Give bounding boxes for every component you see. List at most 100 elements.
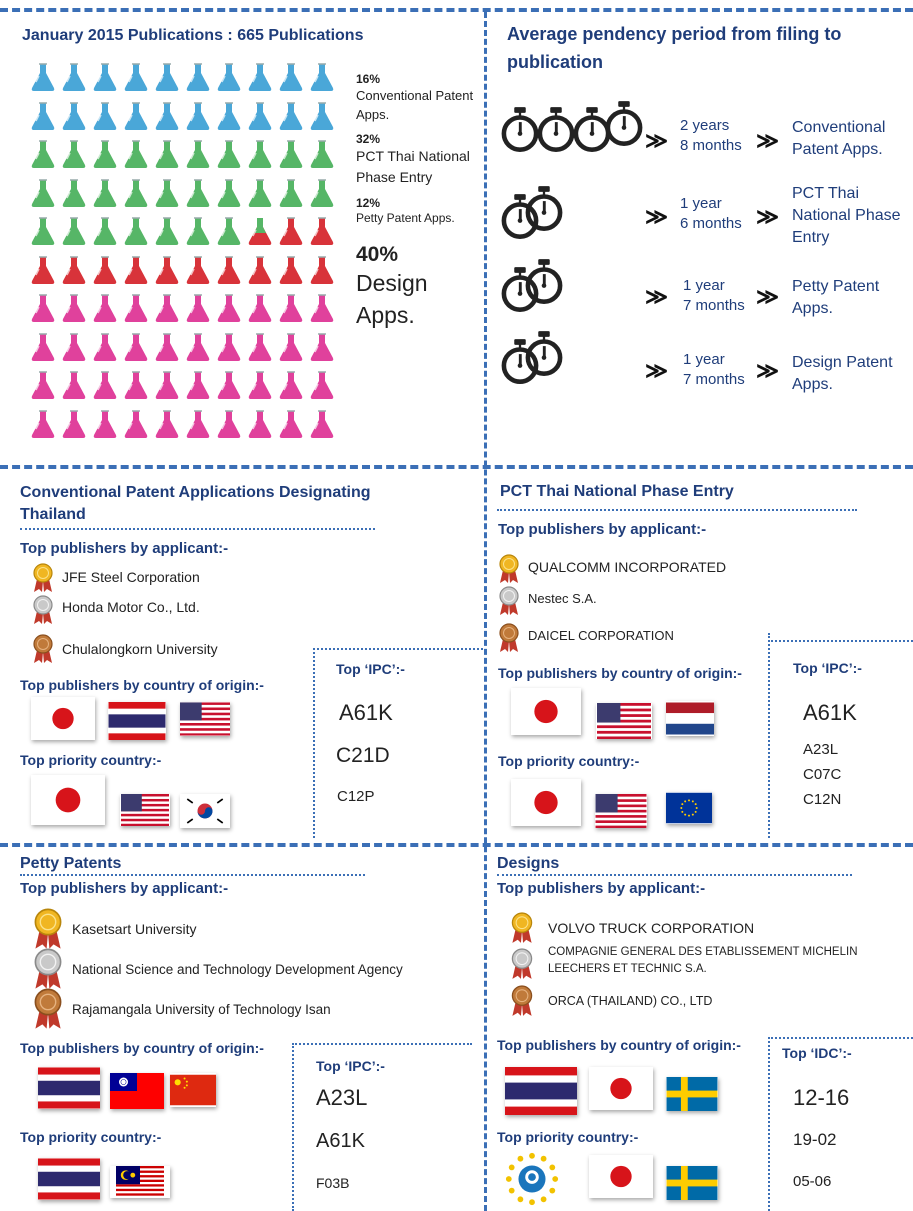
flask-icon-magenta <box>30 409 56 439</box>
japan-flag-icon <box>31 697 95 740</box>
flask-icon-blue <box>154 101 180 131</box>
flask-icon-red <box>123 255 149 285</box>
flask-icon-green <box>123 178 149 208</box>
timer-icon <box>497 100 647 158</box>
title-underline <box>497 874 852 876</box>
ipc-divider-top <box>292 1043 472 1045</box>
korea-flag-icon <box>180 794 230 828</box>
flask-icon-magenta <box>61 332 87 362</box>
flask-icon-green <box>185 216 211 246</box>
flask-icon-blue <box>278 62 304 92</box>
legend-label-petty: Petty Patent Apps. <box>356 211 455 225</box>
flask-icon-green <box>216 216 242 246</box>
flask-icon-red <box>278 216 304 246</box>
idc-1: 12-16 <box>793 1085 850 1110</box>
applicant-1: Kasetsart University <box>72 921 197 937</box>
pendency-duration-3: 1 year 7 months <box>683 276 745 316</box>
applicant-1: JFE Steel Corporation <box>62 569 200 585</box>
flask-icon-magenta <box>30 332 56 362</box>
flask-icon-magenta <box>30 293 56 323</box>
flask-icon-magenta <box>309 332 335 362</box>
timer-icon <box>497 330 567 388</box>
chevron-right-icon: ≫ <box>756 358 780 383</box>
flask-icon-blue <box>123 101 149 131</box>
ipc-1: A61K <box>803 700 857 725</box>
pendency-duration-1: 2 years 8 months <box>680 116 742 156</box>
pendency-title: Average pendency period from filing to p… <box>507 24 842 72</box>
flask-icon-magenta <box>61 370 87 400</box>
flask-icon-magenta <box>154 370 180 400</box>
flask-icon-red <box>185 255 211 285</box>
petty-title: Petty Patents <box>20 855 122 872</box>
flask-icon-green <box>185 139 211 169</box>
flask-icon-green <box>61 139 87 169</box>
ipc-1: A61K <box>339 700 393 725</box>
flask-icon-blue <box>92 101 118 131</box>
ipc-2: A23L <box>803 741 839 758</box>
flask-icon-green <box>154 139 180 169</box>
ipc-divider <box>313 648 315 838</box>
flask-icon-magenta <box>278 332 304 362</box>
flask-icon-red <box>30 255 56 285</box>
publications-title: January 2015 Publications : 665 Publicat… <box>22 27 364 44</box>
flask-icon-red <box>154 255 180 285</box>
flask-icon-green <box>185 178 211 208</box>
flask-icon-magenta <box>30 370 56 400</box>
chevron-right-icon: ≫ <box>645 204 669 229</box>
applicant-1: VOLVO TRUCK CORPORATION <box>548 920 755 936</box>
flask-icon-blue <box>154 62 180 92</box>
applicant-1: QUALCOMM INCORPORATED <box>528 559 727 575</box>
silver-medal-icon <box>498 586 520 616</box>
applicant-3: ORCA (THAILAND) CO., LTD <box>548 994 713 1008</box>
flask-icon-magenta <box>185 370 211 400</box>
duration-months: 6 months <box>680 215 742 232</box>
applicant-3: Rajamangala University of Technology Isa… <box>72 1002 331 1017</box>
duration-months: 8 months <box>680 137 742 154</box>
applicant-2: Nestec S.A. <box>528 591 597 606</box>
chevron-right-icon: ≫ <box>756 204 780 229</box>
label-line: Petty Patent <box>792 278 880 295</box>
flask-icon-magenta <box>185 332 211 362</box>
label-line: Entry <box>792 229 830 246</box>
country-heading: Top publishers by country of origin:- <box>20 1040 264 1056</box>
flask-icon-red <box>309 255 335 285</box>
flask-icon-green <box>61 178 87 208</box>
title-underline <box>20 528 375 530</box>
title-underline <box>20 874 365 876</box>
applicant-2: Honda Motor Co., Ltd. <box>62 599 200 615</box>
row-divider-1 <box>0 465 913 469</box>
flask-icon-blue <box>61 101 87 131</box>
silver-medal-icon <box>510 948 534 980</box>
flask-icon-green <box>216 178 242 208</box>
ipc-heading: Top ‘IPC’:- <box>793 660 862 676</box>
flask-icon-magenta <box>216 409 242 439</box>
japan-flag-icon <box>589 1067 653 1110</box>
sweden-flag-icon <box>666 1077 718 1111</box>
duration-years: 1 year <box>683 277 725 294</box>
thailand-flag-icon <box>38 1067 100 1109</box>
duration-years: 2 years <box>680 117 730 134</box>
chevron-right-icon: ≫ <box>645 128 669 153</box>
flask-icon-green <box>30 178 56 208</box>
flask-icon-magenta <box>278 409 304 439</box>
flask-icon-red <box>92 255 118 285</box>
flask-icon-blue <box>278 101 304 131</box>
timer-icon <box>497 185 567 243</box>
bronze-medal-icon <box>32 634 54 664</box>
idc-divider <box>768 1037 770 1211</box>
flask-icon-magenta <box>123 370 149 400</box>
flask-icon-blue <box>185 101 211 131</box>
pendency-label-1: Conventional Patent Apps. <box>792 117 885 161</box>
japan-flag-icon <box>511 779 581 826</box>
priority-heading: Top priority country:- <box>498 753 640 769</box>
flask-icon-blue <box>309 101 335 131</box>
flask-icon-magenta <box>309 370 335 400</box>
title-line: Thailand <box>20 506 86 523</box>
label-line: Apps. <box>792 300 833 317</box>
legend-pct-petty: 12% <box>356 196 381 210</box>
taiwan-flag-icon <box>110 1073 164 1109</box>
legend-pct-pct: 32% <box>356 132 381 146</box>
pendency-label-2: PCT Thai National Phase Entry <box>792 183 913 249</box>
idc-heading: Top ‘IDC’:- <box>782 1045 852 1061</box>
ipc-3: C07C <box>803 766 842 783</box>
